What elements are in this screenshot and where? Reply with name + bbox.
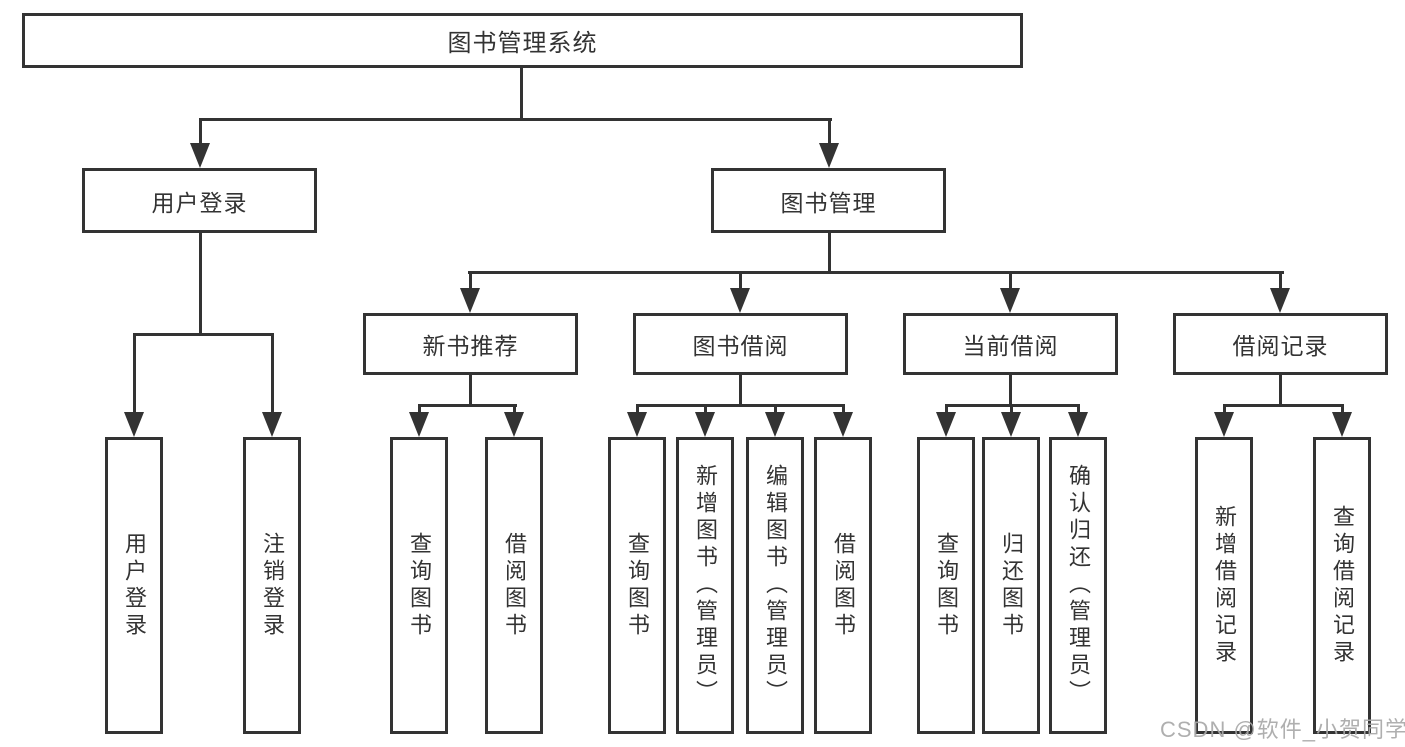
connector (704, 404, 707, 416)
leaf-borrow-book-1: 借阅图书 (485, 437, 543, 734)
node-root-label: 图书管理系统 (447, 30, 598, 57)
leaf-logout: 注销登录 (243, 437, 301, 734)
connector (945, 404, 948, 416)
node-current-borrow-label: 当前借阅 (962, 333, 1059, 359)
connector (469, 271, 472, 291)
connector (468, 271, 1284, 274)
node-user-login: 用户登录 (82, 168, 317, 233)
node-book-management: 图书管理 (711, 168, 946, 233)
arrowhead (504, 412, 524, 437)
node-borrow-records: 借阅记录 (1173, 313, 1388, 375)
connector (418, 404, 517, 407)
arrowhead (1270, 288, 1290, 313)
connector (133, 333, 136, 415)
leaf-add-book-admin: 新增图书（管理员） (676, 437, 734, 734)
connector (636, 404, 639, 416)
leaf-query-borrow-record-label: 查询借阅记录 (1330, 504, 1355, 667)
arrowhead (124, 412, 144, 437)
leaf-add-borrow-record-label: 新增借阅记录 (1212, 504, 1237, 667)
leaf-confirm-return-admin-label: 确认归还（管理员） (1066, 464, 1091, 707)
leaf-return-book: 归还图书 (982, 437, 1040, 734)
leaf-edit-book-admin-label: 编辑图书（管理员） (763, 464, 788, 707)
leaf-confirm-return-admin: 确认归还（管理员） (1049, 437, 1107, 734)
connector (828, 231, 831, 274)
connector (739, 373, 742, 407)
connector (1279, 373, 1282, 407)
leaf-add-book-admin-label: 新增图书（管理员） (693, 464, 718, 707)
connector (1341, 404, 1344, 416)
node-new-book-recommend: 新书推荐 (363, 313, 578, 375)
connector (1009, 271, 1012, 291)
connector (1077, 404, 1080, 416)
leaf-query-book-2-label: 查询图书 (625, 531, 650, 640)
arrowhead (190, 143, 210, 168)
arrowhead (409, 412, 429, 437)
leaf-edit-book-admin: 编辑图书（管理员） (746, 437, 804, 734)
leaf-query-book-1-label: 查询图书 (407, 531, 432, 640)
leaf-query-book-3: 查询图书 (917, 437, 975, 734)
connector (520, 66, 523, 121)
node-borrow-records-label: 借阅记录 (1232, 333, 1329, 359)
node-current-borrow: 当前借阅 (903, 313, 1118, 375)
connector (1010, 404, 1013, 416)
arrowhead (627, 412, 647, 437)
arrowhead (819, 143, 839, 168)
leaf-borrow-book-2-label: 借阅图书 (831, 531, 856, 640)
leaf-user-login: 用户登录 (105, 437, 163, 734)
leaf-borrow-book-1-label: 借阅图书 (502, 531, 527, 640)
arrowhead (1000, 288, 1020, 313)
node-book-borrow-label: 图书借阅 (692, 333, 789, 359)
connector (1279, 271, 1282, 291)
connector (636, 404, 845, 407)
connector (739, 271, 742, 291)
arrowhead (1068, 412, 1088, 437)
connector (469, 373, 472, 407)
node-book-borrow: 图书借阅 (633, 313, 848, 375)
connector (774, 404, 777, 416)
connector (199, 231, 202, 336)
arrowhead (695, 412, 715, 437)
watermark: CSDN @软件_小贺同学 (1160, 717, 1405, 742)
arrowhead (1001, 412, 1021, 437)
arrowhead (1332, 412, 1352, 437)
leaf-query-book-3-label: 查询图书 (934, 531, 959, 640)
connector (513, 404, 516, 416)
arrowhead (460, 288, 480, 313)
leaf-logout-label: 注销登录 (260, 531, 285, 640)
connector (1223, 404, 1344, 407)
leaf-user-login-label: 用户登录 (122, 531, 147, 640)
node-new-book-recommend-label: 新书推荐 (422, 333, 519, 359)
leaf-query-book-1: 查询图书 (390, 437, 448, 734)
leaf-query-book-2: 查询图书 (608, 437, 666, 734)
connector (418, 404, 421, 416)
connector (199, 118, 832, 121)
node-book-management-label: 图书管理 (780, 189, 877, 216)
arrowhead (730, 288, 750, 313)
connector (199, 118, 202, 146)
arrowhead (1214, 412, 1234, 437)
arrowhead (765, 412, 785, 437)
leaf-add-borrow-record: 新增借阅记录 (1195, 437, 1253, 734)
connector (1223, 404, 1226, 416)
leaf-borrow-book-2: 借阅图书 (814, 437, 872, 734)
connector (271, 333, 274, 415)
connector (133, 333, 274, 336)
connector (1009, 373, 1012, 407)
node-root: 图书管理系统 (22, 13, 1023, 68)
leaf-query-borrow-record: 查询借阅记录 (1313, 437, 1371, 734)
leaf-return-book-label: 归还图书 (999, 531, 1024, 640)
connector (828, 118, 831, 146)
node-user-login-label: 用户登录 (151, 189, 248, 216)
arrowhead (833, 412, 853, 437)
arrowhead (936, 412, 956, 437)
arrowhead (262, 412, 282, 437)
connector (842, 404, 845, 416)
